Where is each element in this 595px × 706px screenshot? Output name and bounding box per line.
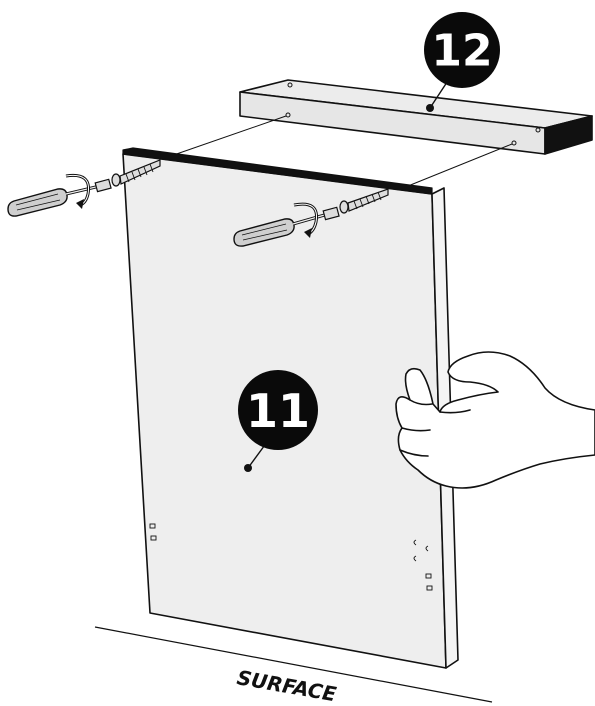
callout-12-label: 12 (431, 26, 492, 77)
board-part-12 (240, 80, 592, 154)
surface-label: SURFACE (235, 665, 338, 706)
callout-11-label: 11 (246, 384, 310, 438)
